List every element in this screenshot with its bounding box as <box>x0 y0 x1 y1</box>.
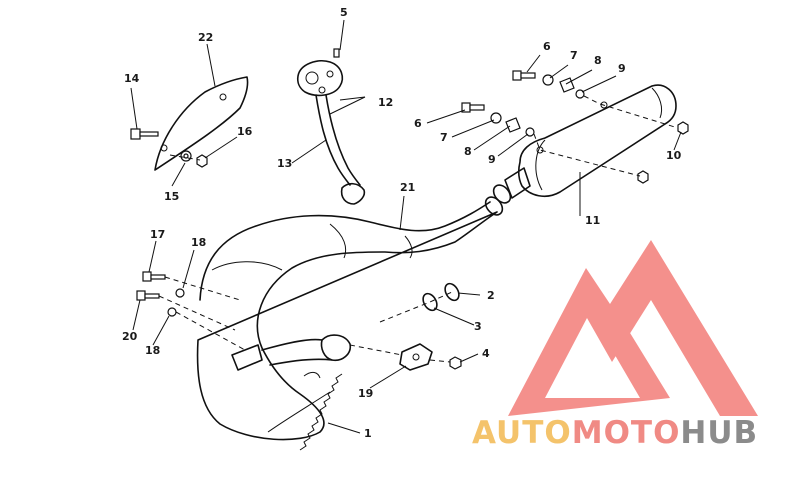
watermark-logo <box>508 240 758 416</box>
flange-hose <box>315 94 361 186</box>
callout-18-upper: 18 <box>191 236 206 249</box>
spring-1 <box>299 373 343 451</box>
callout-2: 2 <box>487 289 495 302</box>
heat-shield <box>154 76 249 171</box>
callout-9-lower: 9 <box>488 153 496 166</box>
watermark-logo-mark <box>508 240 758 416</box>
watermark-text-moto: MOTO <box>572 415 681 451</box>
callout-9-upper: 9 <box>618 62 626 75</box>
callout-8-lower: 8 <box>464 145 472 158</box>
nut-10 <box>637 170 649 184</box>
heat-shield-hole <box>219 93 227 101</box>
chamber-outlet <box>484 196 504 216</box>
heat-shield-hole <box>160 144 168 152</box>
callout-6-upper: 6 <box>543 40 551 53</box>
expansion-chamber <box>196 201 498 441</box>
watermark-text-auto: AUTO <box>472 415 572 451</box>
callout-4: 4 <box>482 347 490 360</box>
nut-10 <box>677 121 689 135</box>
exhaust-flange <box>296 60 344 97</box>
chamber-inlet <box>320 334 352 362</box>
callout-20: 20 <box>122 330 138 343</box>
flange-hose-end <box>340 182 366 205</box>
callout-6-lower: 6 <box>414 117 422 130</box>
screw-5 <box>333 48 340 58</box>
callout-18-lower: 18 <box>145 344 160 357</box>
nut-4 <box>449 356 462 370</box>
callout-7-upper: 7 <box>570 49 578 62</box>
bolt-17 <box>142 271 166 282</box>
callout-16: 16 <box>237 125 253 138</box>
watermark-text: AUTOMOTOHUB <box>472 415 758 451</box>
gasket-3 <box>422 292 438 312</box>
leader-lines <box>130 19 682 434</box>
callout-21: 21 <box>400 181 415 194</box>
callout-19: 19 <box>358 387 373 400</box>
bolt-14 <box>130 128 159 140</box>
hardware-row-lower <box>461 102 535 137</box>
silencer <box>517 84 677 198</box>
chamber-bracket <box>231 344 263 371</box>
ring-2 <box>444 282 460 302</box>
callout-5: 5 <box>340 6 348 19</box>
watermark-text-hub: HUB <box>680 415 758 451</box>
silencer-inlet <box>504 167 531 199</box>
callout-10: 10 <box>666 149 682 162</box>
hardware-row-upper <box>512 70 585 99</box>
callout-12: 12 <box>378 96 393 109</box>
washer-18 <box>167 307 177 317</box>
nut-16 <box>196 154 208 168</box>
washer-18 <box>175 288 185 298</box>
callout-1: 1 <box>364 427 372 440</box>
callout-13: 13 <box>277 157 292 170</box>
callout-labels: 1 2 3 4 5 6 6 7 7 8 8 9 9 10 11 12 13 14… <box>122 6 682 440</box>
bracket-19 <box>399 343 433 371</box>
callout-8-upper: 8 <box>594 54 602 67</box>
callout-7-lower: 7 <box>440 131 448 144</box>
callout-22: 22 <box>198 31 213 44</box>
callout-17: 17 <box>150 228 165 241</box>
callout-14: 14 <box>124 72 140 85</box>
callout-3: 3 <box>474 320 482 333</box>
callout-11: 11 <box>585 214 600 227</box>
callout-15: 15 <box>164 190 179 203</box>
bolt-20 <box>136 290 160 301</box>
